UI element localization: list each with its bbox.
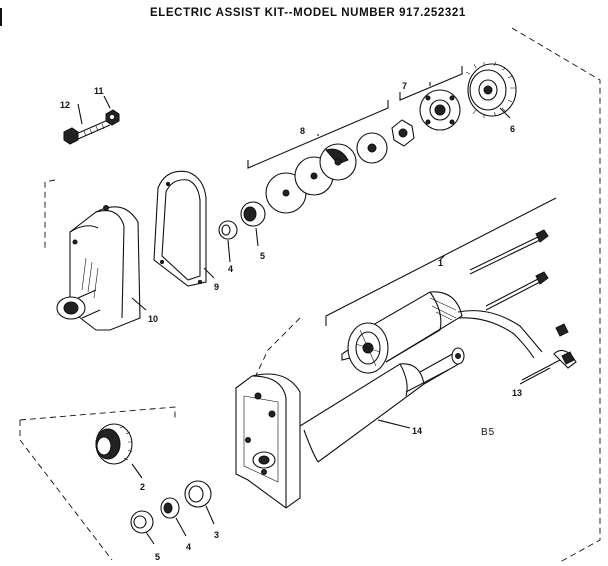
callout-3: 3 bbox=[214, 530, 219, 540]
leader-lines bbox=[77, 66, 561, 545]
assembly-outline bbox=[19, 27, 601, 563]
part-5-bearing-lower bbox=[130, 510, 154, 534]
part-8-clutch-discs bbox=[265, 132, 388, 214]
page-edge-mark bbox=[0, 8, 2, 26]
callout-14: 14 bbox=[412, 426, 422, 436]
callout-2: 2 bbox=[140, 482, 145, 492]
part-14-actuator bbox=[235, 347, 465, 509]
part-9-gasket bbox=[153, 170, 207, 287]
part-10-gear-case bbox=[56, 205, 141, 331]
part-6-drive-gear bbox=[465, 61, 517, 118]
callout-4-lower: 4 bbox=[186, 542, 191, 552]
callout-12: 12 bbox=[60, 100, 70, 110]
callout-7: 7 bbox=[402, 81, 407, 91]
callout-1: 1 bbox=[438, 258, 443, 268]
callout-11: 11 bbox=[94, 86, 104, 96]
callout-13: 13 bbox=[512, 388, 522, 398]
callout-10: 10 bbox=[148, 314, 158, 324]
part-11-nut bbox=[105, 109, 120, 126]
part-5-bearing-upper bbox=[240, 201, 266, 227]
callout-4-upper: 4 bbox=[228, 264, 233, 274]
part-3-washer bbox=[184, 480, 212, 508]
callout-9: 9 bbox=[214, 282, 219, 292]
callout-labels: 12 11 8 7 6 4 5 9 10 1 13 14 2 3 4 5 bbox=[60, 81, 522, 562]
diagram-code: B5 bbox=[481, 427, 496, 438]
part-7-clutch-hub bbox=[391, 89, 461, 147]
callout-5-lower: 5 bbox=[155, 552, 160, 562]
diagram-title: ELECTRIC ASSIST KIT--MODEL NUMBER 917.25… bbox=[150, 7, 466, 19]
part-12-bolt bbox=[63, 119, 111, 145]
part-4-washer-upper bbox=[218, 220, 238, 240]
part-2-pinion-gear bbox=[95, 423, 133, 465]
callout-6: 6 bbox=[510, 124, 515, 134]
part-1-motor bbox=[341, 291, 577, 374]
part-1-bracket bbox=[325, 197, 557, 326]
part-4-washer-lower bbox=[160, 497, 180, 519]
part-1-tie-rods bbox=[469, 229, 549, 311]
callout-8: 8 bbox=[300, 126, 305, 136]
callout-5-upper: 5 bbox=[260, 251, 265, 261]
